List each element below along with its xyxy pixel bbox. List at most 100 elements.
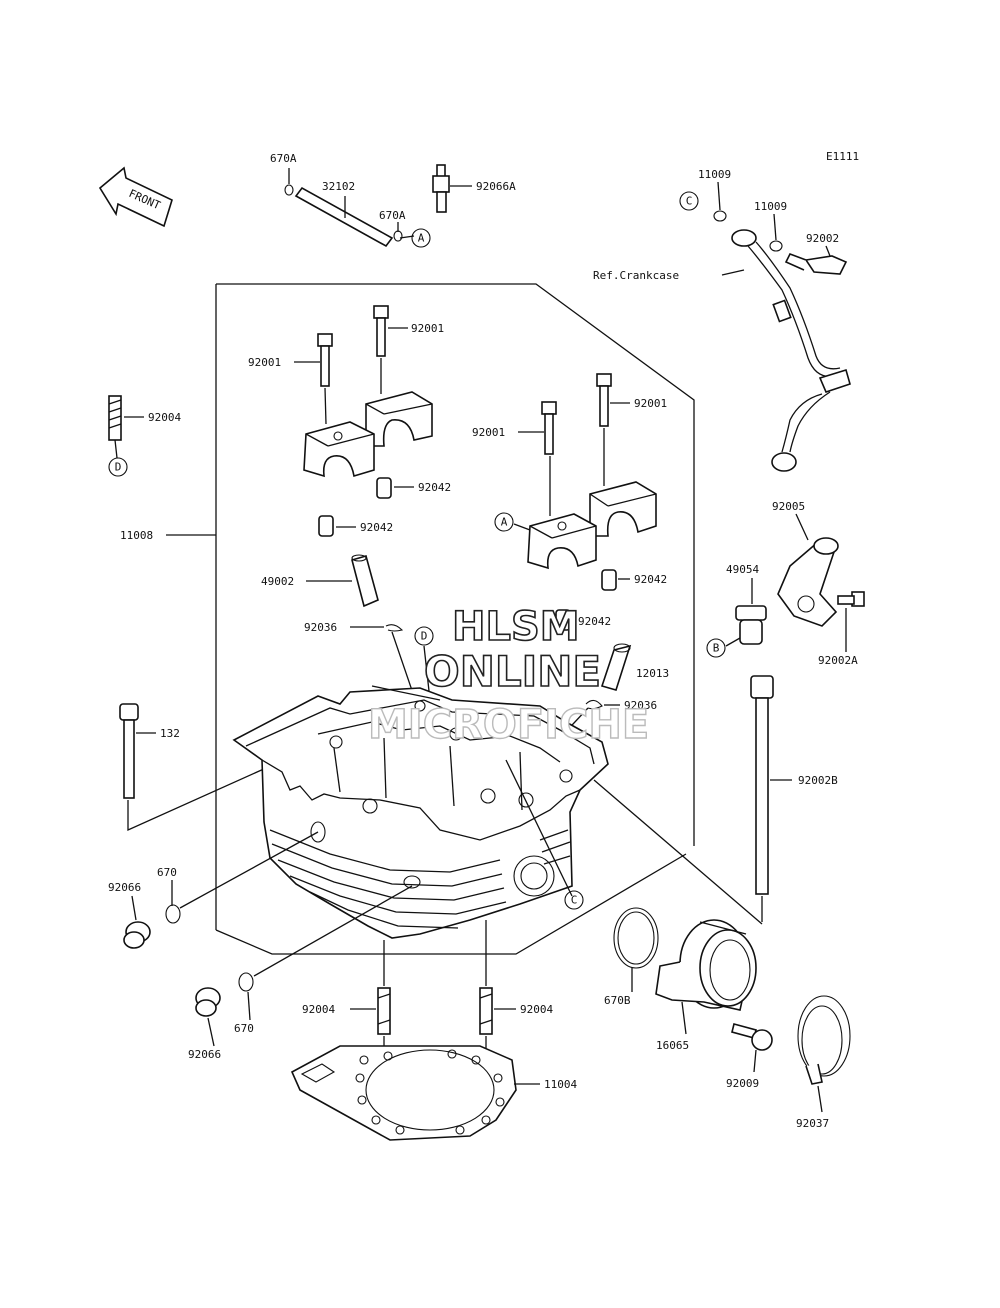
label-92001-d: 92001 xyxy=(634,397,667,410)
guide-12013 xyxy=(600,643,632,691)
label-92001-c: 92001 xyxy=(472,426,505,439)
label-92002: 92002 xyxy=(806,232,839,245)
label-92009: 92009 xyxy=(726,1077,759,1090)
label-670-b: 670 xyxy=(234,1022,254,1035)
plug-49054 xyxy=(735,605,767,645)
bolt-92002b xyxy=(750,675,774,895)
stud-92004-a xyxy=(377,987,391,1035)
guide-49002 xyxy=(351,554,379,608)
callout-d-mid: D xyxy=(414,626,434,646)
label-92002a: 92002A xyxy=(818,654,858,667)
bolt-132 xyxy=(119,703,139,799)
label-670-a: 670 xyxy=(157,866,177,879)
label-92042-c: 92042 xyxy=(634,573,667,586)
callout-c-bottom: C xyxy=(564,890,584,910)
plug-92066-b xyxy=(195,987,221,1017)
label-92001-b: 92001 xyxy=(411,322,444,335)
svg-text:A: A xyxy=(501,516,508,529)
assembly-frame xyxy=(215,283,695,955)
bolt-92009 xyxy=(731,1023,773,1051)
bolt-92001-d xyxy=(596,373,612,427)
svg-text:B: B xyxy=(713,642,720,655)
svg-text:C: C xyxy=(571,894,578,907)
washer-11009-a xyxy=(713,210,727,222)
svg-text:D: D xyxy=(421,630,428,643)
label-32102: 32102 xyxy=(322,180,355,193)
label-12013: 12013 xyxy=(636,667,669,680)
callout-a-top: A xyxy=(411,228,431,248)
label-132: 132 xyxy=(160,727,180,740)
watermark-line3: MICROFICHE xyxy=(368,702,649,748)
pipe-32102 xyxy=(284,168,415,248)
callout-b-right: B xyxy=(706,638,726,658)
plug-92066-a xyxy=(123,921,151,949)
label-92004-left: 92004 xyxy=(148,411,181,424)
oil-pipe xyxy=(731,229,851,472)
label-92001-a: 92001 xyxy=(248,356,281,369)
bolt-92001-c xyxy=(541,401,557,455)
dowel-92042-c xyxy=(601,569,617,591)
watermark-line2: ONLINE xyxy=(424,647,601,696)
label-92005: 92005 xyxy=(772,500,805,513)
label-92004-a: 92004 xyxy=(302,1003,335,1016)
cylinder-head xyxy=(232,687,609,939)
dowel-92042-a xyxy=(376,477,392,499)
svg-text:A: A xyxy=(418,232,425,245)
label-670a-mid: 670A xyxy=(379,209,406,222)
label-92042-b: 92042 xyxy=(360,521,393,534)
sensor-92066a xyxy=(432,164,472,213)
label-92066-b: 92066 xyxy=(188,1048,221,1061)
clip-92036-a xyxy=(385,624,404,632)
banjo-bolt-92002 xyxy=(784,252,848,275)
label-92004-b: 92004 xyxy=(520,1003,553,1016)
elbow-92005 xyxy=(777,537,839,627)
washer-11009-b xyxy=(769,240,783,252)
dowel-92042-b xyxy=(318,515,334,537)
svg-text:C: C xyxy=(686,195,693,208)
label-92002b: 92002B xyxy=(798,774,838,787)
svg-text:D: D xyxy=(115,461,122,474)
clamp-92037 xyxy=(797,995,851,1085)
callout-c-top: C xyxy=(679,191,699,211)
intake-holder-16065 xyxy=(655,919,757,1011)
watermark: HLSM ONLINE MICROFICHE xyxy=(367,603,650,749)
label-92066-a: 92066 xyxy=(108,881,141,894)
dowel-92042-d xyxy=(555,609,571,631)
callout-a-right: A xyxy=(494,512,514,532)
callout-d-left: D xyxy=(108,457,128,477)
label-11009-b: 11009 xyxy=(754,200,787,213)
oring-670-a xyxy=(165,904,181,924)
label-49002: 49002 xyxy=(261,575,294,588)
label-92042-d: 92042 xyxy=(578,615,611,628)
stud-92004-left xyxy=(108,395,122,459)
label-92066a: 92066A xyxy=(476,180,516,193)
front-arrow-icon: FRONT xyxy=(98,166,173,228)
watermark-line1: HLSM xyxy=(452,604,580,650)
label-11009-a: 11009 xyxy=(698,168,731,181)
label-11008: 11008 xyxy=(120,529,153,542)
label-92036-a: 92036 xyxy=(304,621,337,634)
label-16065: 16065 xyxy=(656,1039,689,1052)
cam-cap-left-front xyxy=(303,421,375,478)
gasket-11004 xyxy=(290,1045,517,1141)
bolt-92001-b xyxy=(373,305,389,357)
clip-92036-b xyxy=(585,699,603,710)
label-92037: 92037 xyxy=(796,1117,829,1130)
label-670a-top: 670A xyxy=(270,152,297,165)
oring-670b xyxy=(613,907,659,969)
oring-670-b xyxy=(238,972,254,992)
bolt-92001-a xyxy=(317,333,333,387)
bolt-92002a xyxy=(837,591,865,607)
label-92042-a: 92042 xyxy=(418,481,451,494)
label-670b: 670B xyxy=(604,994,631,1007)
cam-cap-right-front xyxy=(527,513,597,570)
cam-cap-left-rear xyxy=(365,391,433,447)
label-11004: 11004 xyxy=(544,1078,577,1091)
label-ref-crankcase: Ref.Crankcase xyxy=(593,269,679,282)
label-49054: 49054 xyxy=(726,563,759,576)
cam-cap-right-rear xyxy=(589,481,657,537)
stud-92004-b xyxy=(479,987,493,1035)
label-92036-b: 92036 xyxy=(624,699,657,712)
diagram-code: E1111 xyxy=(826,150,859,163)
